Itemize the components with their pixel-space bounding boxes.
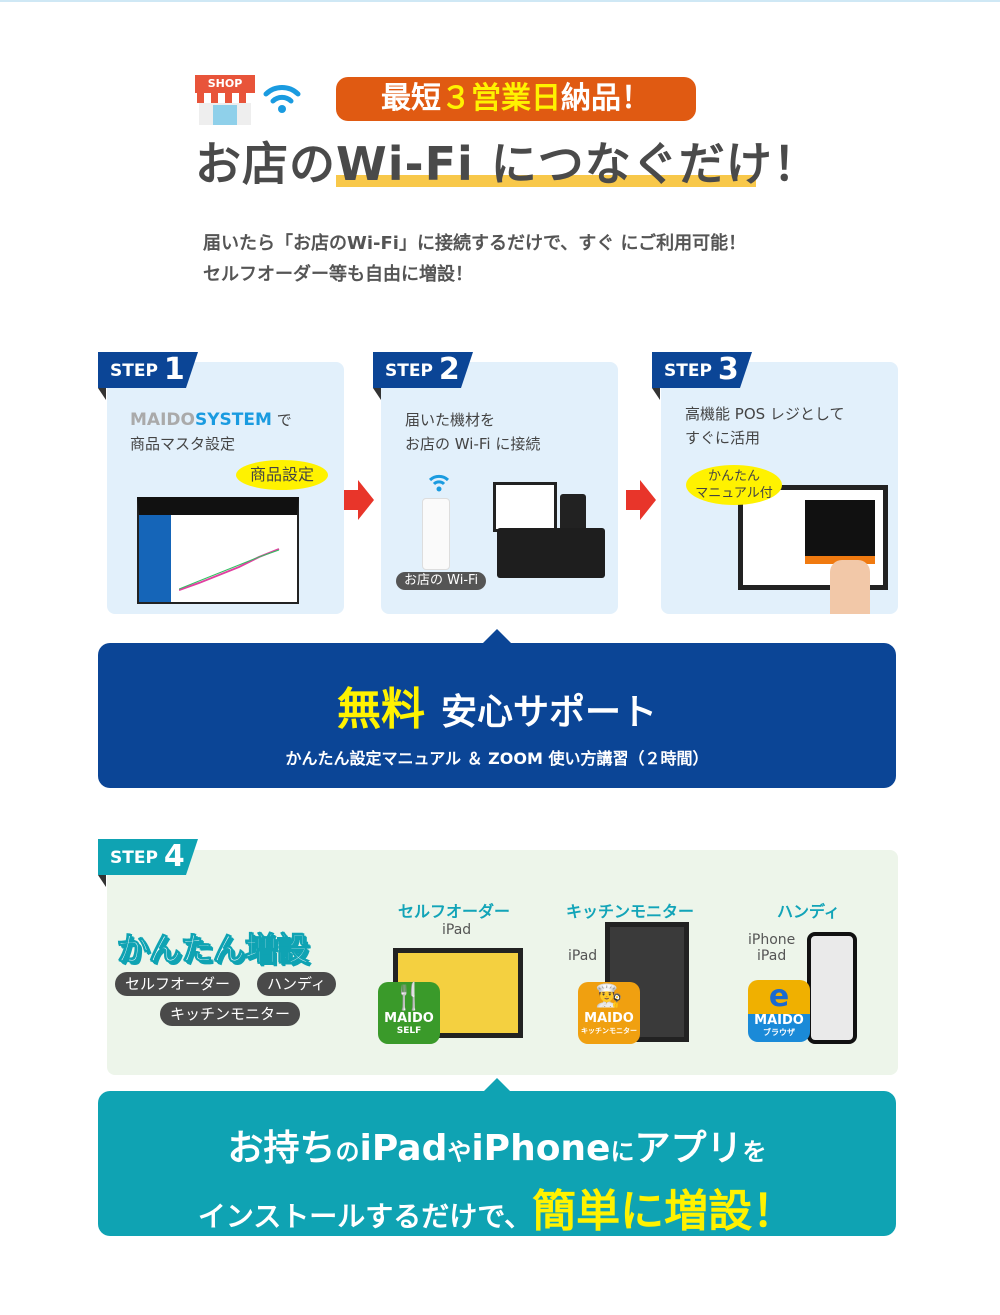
- wifi-tag: お店の Wi-Fi: [396, 572, 487, 590]
- flag-fold: [652, 388, 660, 400]
- shop-sign: SHOP: [195, 75, 255, 93]
- app-title: セルフオーダー: [398, 902, 511, 921]
- pointer-notch: [483, 1078, 511, 1092]
- app-devices: iPad: [568, 948, 598, 964]
- flag-fold: [98, 875, 106, 887]
- app-devices: iPad: [442, 922, 472, 938]
- pill-self-order: セルフオーダー: [115, 972, 241, 996]
- step2-text: 届いた機材をお店の Wi-Fi に接続: [405, 411, 541, 453]
- support-banner: 無料安心サポート かんたん設定マニュアル ＆ ZOOM 使い方講習（２時間）: [98, 643, 896, 788]
- install-banner: お持ちのiPadやiPhoneにアプリを インストールするだけで、簡単に増設！: [98, 1091, 896, 1237]
- top-border: [0, 0, 1000, 2]
- app-title: ハンディ: [777, 902, 840, 921]
- pointer-notch: [483, 629, 511, 643]
- step1-bubble: 商品設定: [236, 460, 328, 490]
- step3-bubble: かんたんマニュアル付: [686, 465, 782, 505]
- pill-handy: ハンディ: [257, 972, 336, 996]
- pos-terminal-image: [493, 482, 557, 532]
- delivery-badge: 最短３営業日納品！: [336, 77, 696, 121]
- step1-text: MAIDOSYSTEM で 商品マスタ設定: [130, 410, 292, 453]
- wifi-icon: [428, 472, 450, 496]
- headline-underline: [336, 175, 756, 187]
- app-devices: iPhone iPad: [748, 932, 796, 964]
- arrow-right-icon: [344, 490, 358, 510]
- cash-drawer-image: [497, 528, 605, 578]
- arrow-right-icon: [358, 480, 374, 520]
- wifi-icon: [262, 80, 302, 123]
- arrow-right-icon: [626, 490, 640, 510]
- pill-kitchen-monitor: キッチンモニター: [160, 1002, 301, 1026]
- step4-headline: かんたん増設: [116, 930, 310, 969]
- flag-fold: [373, 388, 381, 400]
- hand-image: [830, 560, 870, 614]
- router-image: [422, 498, 450, 570]
- flag-fold: [98, 388, 106, 400]
- maido-system-screenshot: [137, 497, 299, 604]
- headline: お店のWi-Fi につなぐだけ！: [195, 137, 820, 191]
- lead-text: 届いたら「お店のWi-Fi」に接続するだけで、すぐ にご利用可能！セルフオーダー…: [203, 233, 747, 285]
- step3-text: 高機能 POS レジとしてすぐに活用: [685, 405, 845, 447]
- printer-image: [560, 494, 586, 532]
- handy-iphone-image: [807, 932, 857, 1044]
- arrow-right-icon: [640, 480, 656, 520]
- app-title: キッチンモニター: [566, 902, 695, 921]
- shop-icon: SHOP: [195, 75, 255, 125]
